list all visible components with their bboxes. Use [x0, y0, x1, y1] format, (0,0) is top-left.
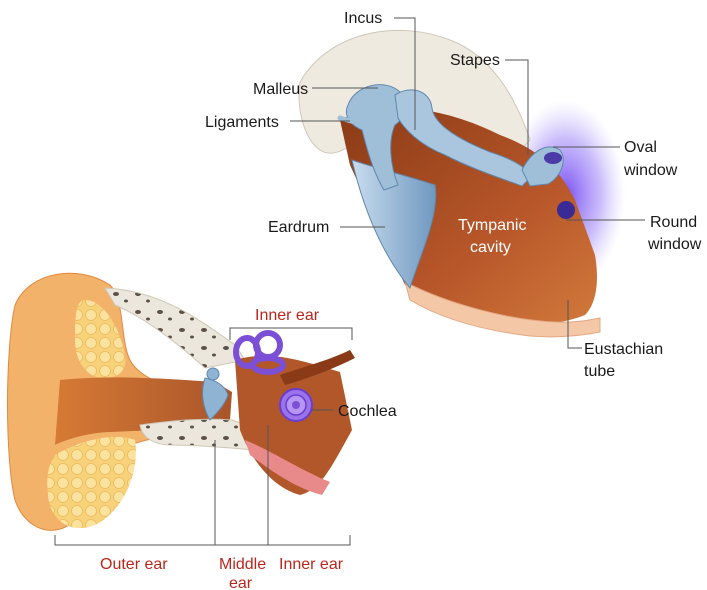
- oval-window-label: Oval: [624, 139, 657, 156]
- inner-ear-label-bottom: Inner ear: [279, 556, 344, 573]
- middle-ear-zoom: Incus Malleus Ligaments Stapes Oval wind…: [205, 10, 702, 380]
- oval-window-label-2: window: [623, 162, 678, 179]
- middle-ear-label: Middle: [219, 556, 266, 573]
- malleus-label: Malleus: [253, 81, 308, 98]
- eustachian-tube-label-2: tube: [584, 363, 615, 380]
- ossicles-small: [207, 368, 219, 380]
- eustachian-tube-label: Eustachian: [584, 341, 663, 358]
- oval-window: [544, 152, 562, 164]
- ligaments-label: Ligaments: [205, 114, 279, 131]
- outer-ear-label: Outer ear: [100, 556, 168, 573]
- outer-ear-bracket: [55, 535, 215, 545]
- eardrum-label: Eardrum: [268, 219, 329, 236]
- middle-ear-label-2: ear: [229, 575, 253, 590]
- round-window-label: Round: [650, 214, 697, 231]
- tympanic-cavity-label: Tympanic: [458, 217, 526, 234]
- cochlea: [280, 389, 312, 421]
- inner-ear-bracket-bottom: [268, 535, 350, 545]
- round-window-label-2: window: [647, 236, 702, 253]
- inner-ear-label-top: Inner ear: [255, 307, 320, 324]
- incus-label: Incus: [344, 10, 382, 27]
- tympanic-cavity-label-2: cavity: [470, 239, 511, 256]
- whole-ear-cross-section: Inner ear Cochlea Outer ear Middle ear I…: [8, 273, 397, 590]
- cochlea-label: Cochlea: [338, 403, 397, 420]
- round-window: [557, 201, 575, 219]
- stapes-label: Stapes: [450, 52, 500, 69]
